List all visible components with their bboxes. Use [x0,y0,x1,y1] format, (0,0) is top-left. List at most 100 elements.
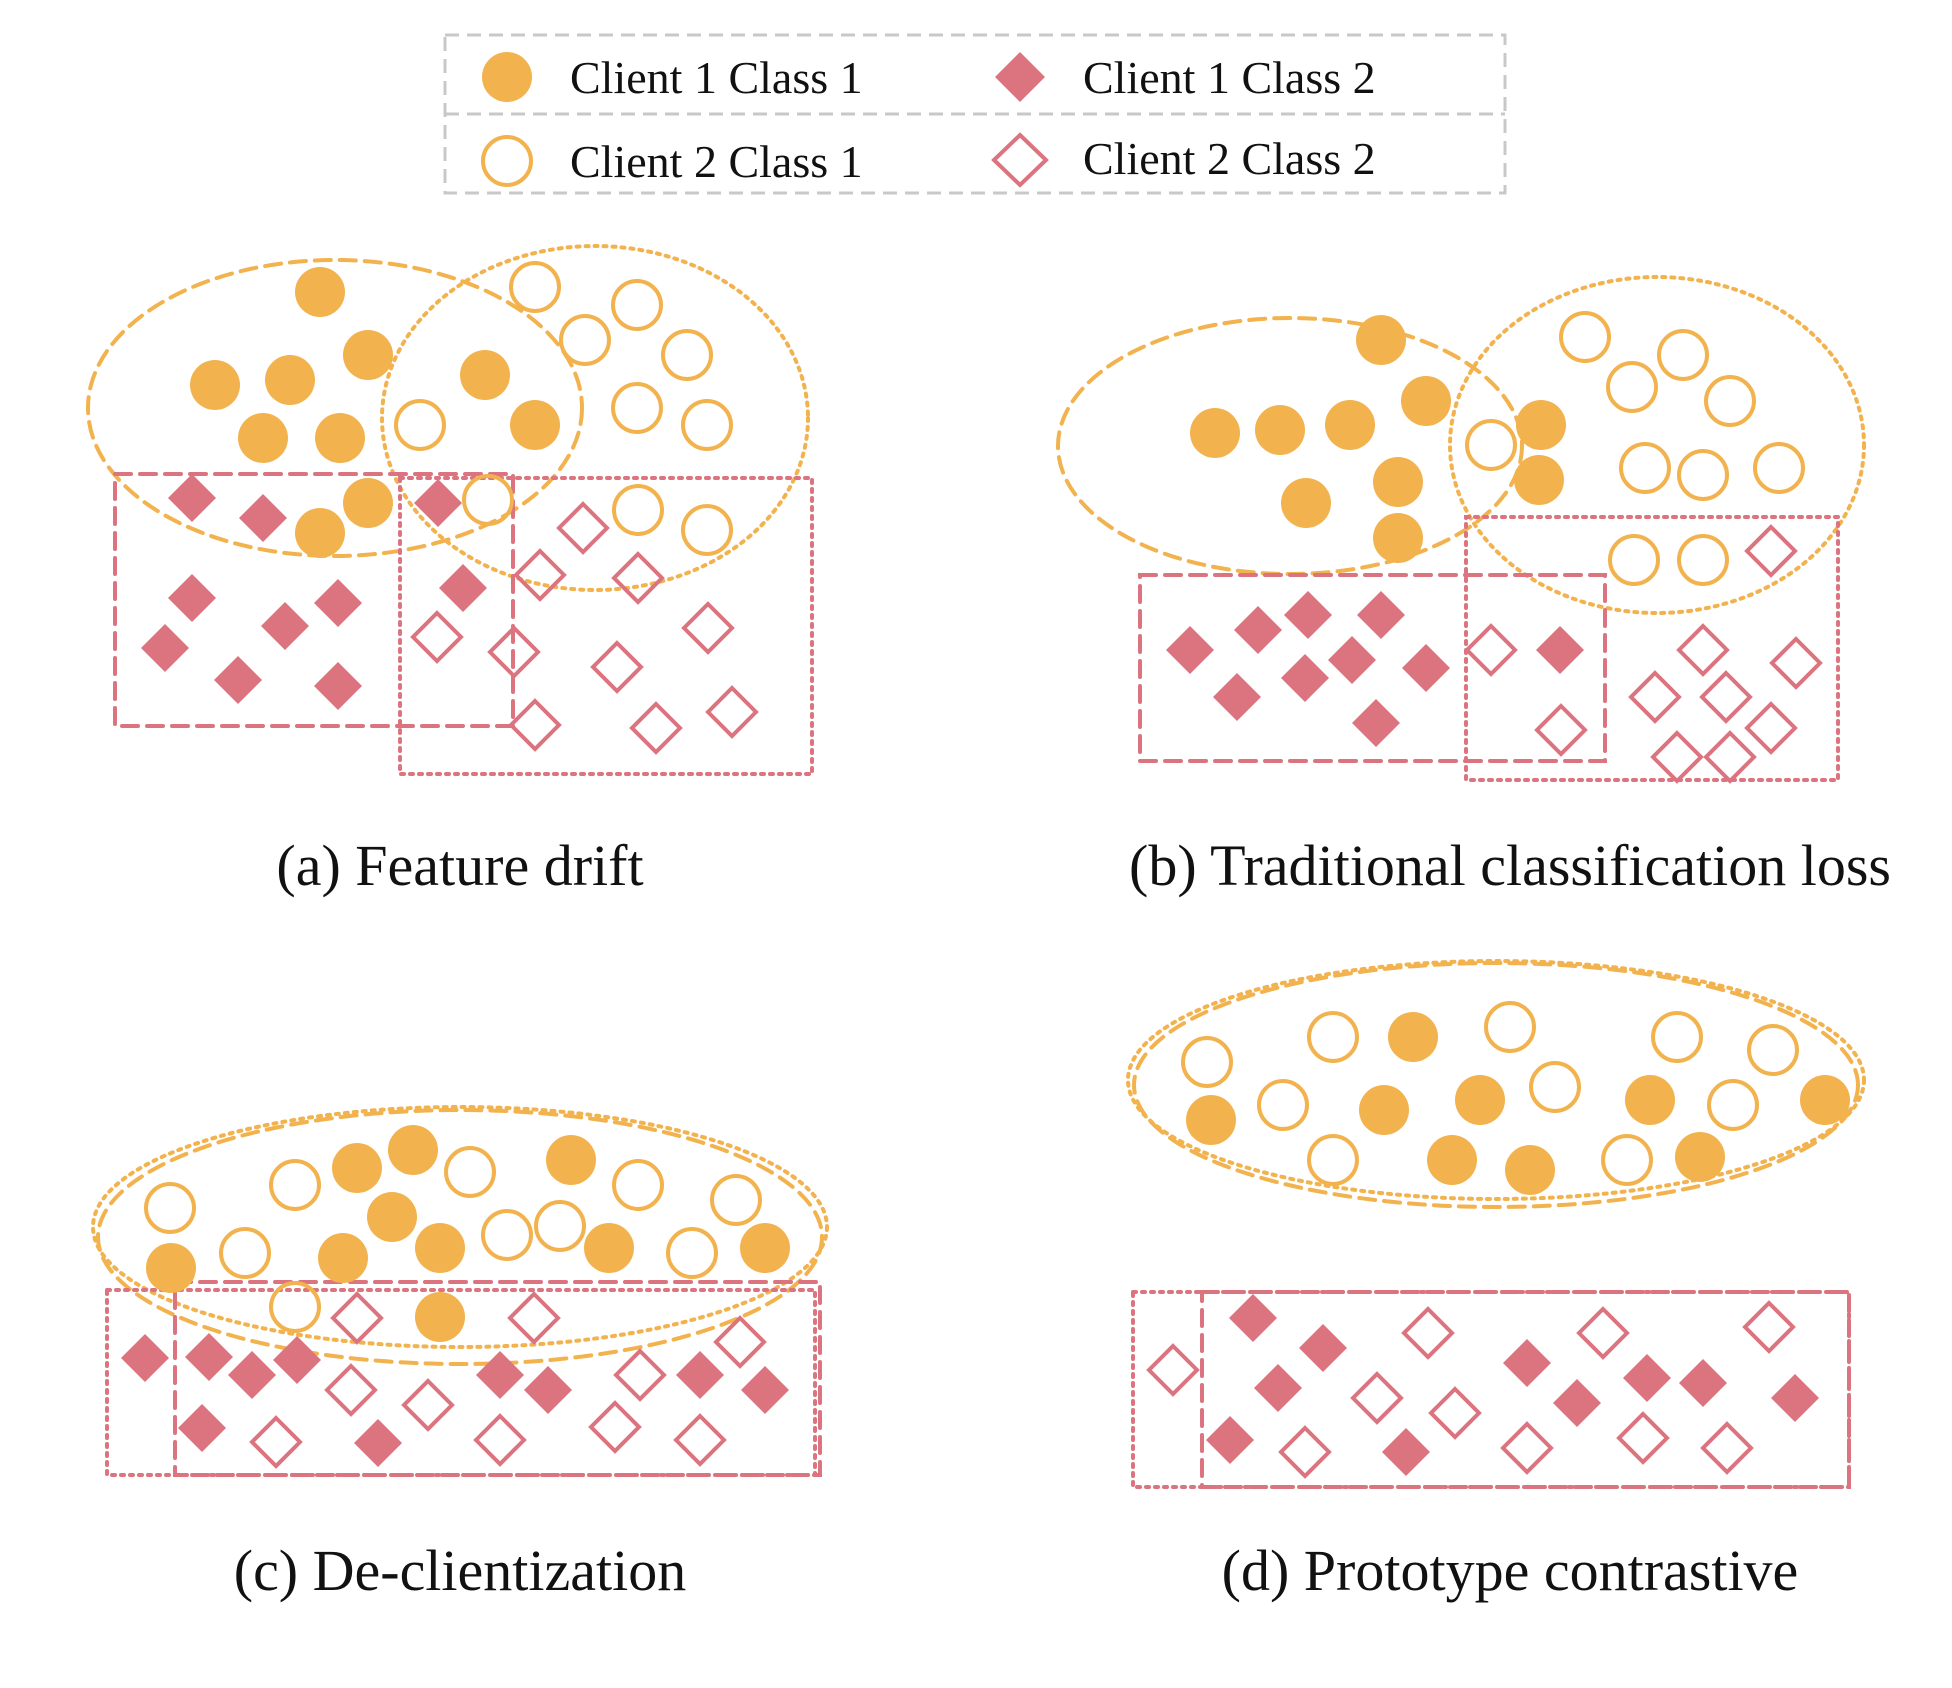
client1-class2-point [1771,1374,1819,1422]
client2-class2-point [1744,701,1798,755]
client2-class2-region [398,476,814,776]
client1-class2-point [676,1351,724,1399]
client2-class1-point [1307,1011,1359,1063]
client2-class1-point [1707,1079,1759,1131]
client1-class2-point [1281,654,1329,702]
client2-class1-point [612,484,664,536]
client2-class1-point [1529,1061,1581,1113]
client2-class1-point [534,1200,586,1252]
client2-class2-point [1699,670,1753,724]
client2-class2-point [249,1415,303,1469]
client1-class1-point [1455,1075,1505,1125]
client2-class2-point [1464,623,1518,677]
client2-class1-region [1448,275,1866,615]
client2-class2-point [1534,703,1588,757]
client2-class1-point [1747,1024,1799,1076]
client1-class2-point [1328,636,1376,684]
client1-class1-point [460,350,510,400]
client2-class2-point [508,698,562,752]
client2-class1-point [1619,442,1671,494]
panel-c-de-clientization [91,1105,829,1477]
client1-class2-point [314,579,362,627]
legend-label-client1-class1: Client 1 Class 1 [570,52,863,103]
client2-class2-point [1401,1306,1455,1360]
client2-class1-point [1257,1079,1309,1131]
client1-class1-region [1132,961,1860,1209]
client1-class2-point [1352,699,1400,747]
client2-class1-point [611,382,663,434]
client1-class1-point [1255,405,1305,455]
client1-class1-point [1356,315,1406,365]
client2-class2-point [1628,670,1682,724]
client1-class2-point [314,662,362,710]
panel-b-traditional-classification-loss [1056,275,1866,784]
client1-class2-point [524,1366,572,1414]
client1-class2-point [1299,1324,1347,1372]
client1-class2-point [228,1351,276,1399]
client1-class1-point [1427,1135,1477,1185]
client2-class2-point [1703,730,1757,784]
client2-class2-point [1700,1421,1754,1475]
client2-class2-region [1131,1290,1851,1489]
client2-class1-point [612,1159,664,1211]
client2-class2-point [673,1413,727,1467]
client2-class1-point [681,504,733,556]
client2-class2-point [1146,1343,1200,1397]
client1-class1-point [238,413,288,463]
client2-class2-point [487,625,541,679]
client1-class1-point [1388,1012,1438,1062]
client2-class1-point [1677,534,1729,586]
client1-class1-point [318,1233,368,1283]
client2-class2-point [1769,636,1823,690]
client1-class2-point [439,564,487,612]
client2-class1-point [269,1159,321,1211]
client2-class1-point [1601,1134,1653,1186]
client1-class1-point [1325,400,1375,450]
client1-class2-point [121,1334,169,1382]
client1-class2-point [1234,606,1282,654]
client2-class2-point [613,1348,667,1402]
client2-class1-point [1657,329,1709,381]
panel-a-feature-drift [86,244,814,776]
client2-class2-point [1744,524,1798,578]
client2-class2-point [681,601,735,655]
client2-class1-point [1651,1011,1703,1063]
client1-class2-point [414,479,462,527]
client2-class1-point [1608,534,1660,586]
client1-class1-point [332,1143,382,1193]
client1-class1-point [1373,457,1423,507]
client2-class2-point [713,1315,767,1369]
client2-class1-point [394,399,446,451]
client1-class1-point [265,355,315,405]
client2-class1-point [710,1174,762,1226]
client2-class2-point [590,640,644,694]
client1-class1-region [86,258,584,558]
client1-class1-point [295,508,345,558]
client2-class1-point [481,1209,533,1261]
caption-c: (c) De-clientization [234,1538,686,1603]
client1-class1-point [510,400,560,450]
client1-class2-point [741,1366,789,1414]
client2-class1-point [1559,311,1611,363]
client2-class2-point [1350,1371,1404,1425]
client2-class1-point [509,261,561,313]
client2-class2-point [507,1291,561,1345]
legend-marker-client2-class2 [991,132,1049,188]
client1-class1-point [146,1243,196,1293]
legend-marker-client1-class1 [482,52,532,102]
client1-class1-point [343,330,393,380]
client2-class1-region [380,244,810,592]
client2-class1-region [1126,959,1866,1201]
client1-class1-point [388,1125,438,1175]
client1-class2-point [1623,1354,1671,1402]
client1-class2-point [185,1333,233,1381]
caption-d: (d) Prototype contrastive [1222,1538,1799,1603]
client1-class2-point [168,574,216,622]
client2-class1-point [1704,375,1756,427]
client1-class2-point [1229,1294,1277,1342]
client1-class1-point [415,1223,465,1273]
client2-class1-region [91,1105,829,1349]
client1-class1-point [584,1223,634,1273]
client1-class2-point [476,1351,524,1399]
